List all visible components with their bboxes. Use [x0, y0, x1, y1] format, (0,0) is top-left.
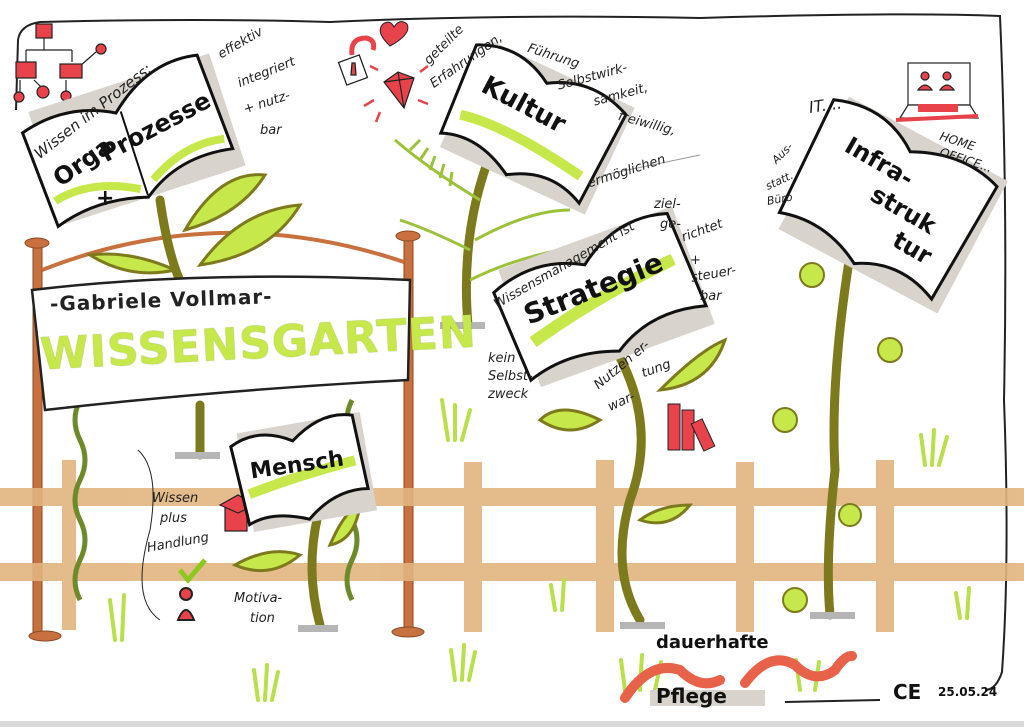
- pflege-shadow: [650, 690, 765, 706]
- bracket-line: [137, 449, 161, 621]
- banner: [30, 275, 412, 412]
- book-orga-prozesse: [20, 53, 246, 229]
- grass: [108, 398, 971, 702]
- note-zweck: zweck: [488, 387, 529, 402]
- note-kein: kein: [488, 351, 516, 366]
- org-chart-icon: [13, 23, 107, 103]
- note-ge: ge-: [660, 217, 681, 232]
- artist-initials: CE: [893, 680, 922, 704]
- note-ziel: ziel-: [654, 197, 681, 212]
- footer-date: 25.05.24: [938, 685, 998, 699]
- note-tion: tion: [250, 611, 275, 626]
- note-plus-word: plus: [160, 511, 187, 526]
- book-title-plus: +: [96, 186, 115, 211]
- book-kultur: [438, 40, 635, 215]
- checkmark-icon: [178, 558, 207, 584]
- footer-dauerhafte: dauerhafte: [656, 632, 769, 653]
- underline: [784, 699, 881, 703]
- note-wissen: Wissen: [152, 491, 199, 506]
- fern-fronds: [394, 138, 571, 282]
- leaves: [85, 173, 728, 573]
- heart-icon: [379, 21, 409, 47]
- book-infrastruktur: [777, 96, 1008, 314]
- books-icon: [667, 403, 716, 452]
- note-bar: bar: [260, 123, 282, 138]
- plant-stems: [155, 145, 855, 630]
- book-strategie: [491, 206, 715, 388]
- person-icon: [176, 587, 196, 621]
- lock-icon: [337, 35, 377, 86]
- worm-icon: [620, 650, 857, 703]
- diamond-icon: [363, 64, 429, 123]
- frame-border: [17, 13, 1008, 691]
- note-motiva: Motiva-: [234, 591, 283, 606]
- laptop-icon: [895, 62, 980, 122]
- footer-pflege: Pflege: [656, 684, 727, 708]
- note-steuer-bar: bar: [700, 289, 722, 304]
- note-plus: +: [690, 253, 701, 268]
- book-mensch: [229, 411, 378, 533]
- note-selbst: Selbst-: [488, 369, 533, 384]
- ground-marks: [175, 322, 855, 632]
- round-leaves: [772, 262, 903, 613]
